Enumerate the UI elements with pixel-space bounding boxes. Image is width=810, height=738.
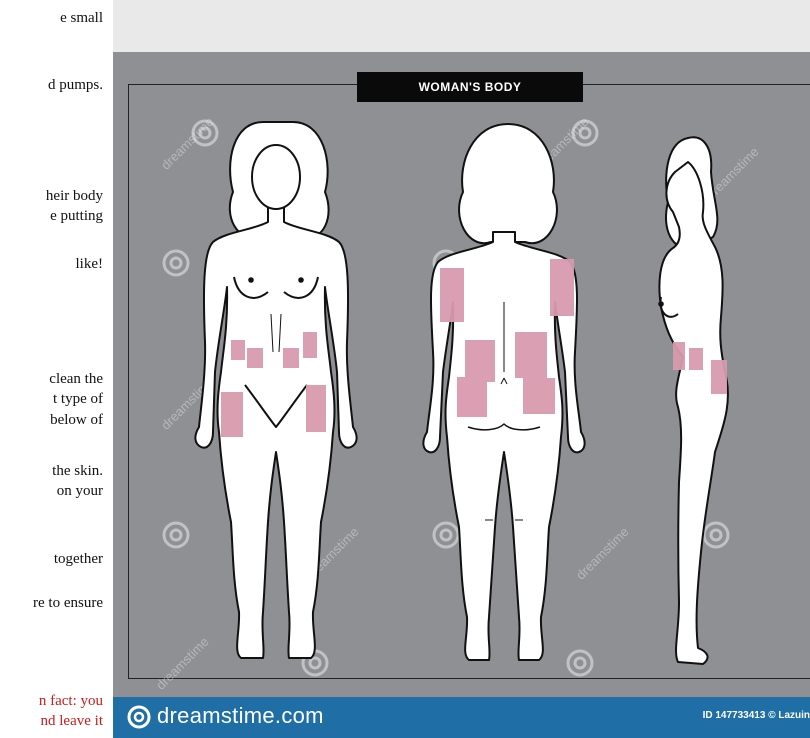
article-text-fragment: below of <box>50 411 103 430</box>
article-text-fragment: re to ensure <box>33 594 103 613</box>
footer-brand[interactable]: dreamstime.com <box>157 703 324 729</box>
footer-image-id: ID 147733413 © Lazuin <box>703 710 810 721</box>
article-text-fragment: t type of <box>53 390 103 409</box>
front-figure <box>195 122 356 658</box>
article-text-fragment: clean the <box>49 370 103 389</box>
article-text-fragment: nd leave it <box>41 712 103 731</box>
page-background-strip <box>0 0 810 44</box>
illustration-panel: WOMAN'S BODY dreamstime dreamstime dream… <box>113 52 810 697</box>
article-text-fragment: heir body <box>46 187 103 206</box>
footer-bar: dreamstime.com ID 147733413 © Lazuin <box>113 697 810 738</box>
article-text-fragment: e small <box>60 9 103 28</box>
back-figure <box>423 124 584 660</box>
article-text-fragment: e putting <box>50 207 103 226</box>
body-figures <box>113 52 810 697</box>
article-text-fragment: n fact: you <box>39 692 103 711</box>
front-face <box>252 145 300 209</box>
front-body <box>195 202 356 658</box>
article-text-fragment: on your <box>57 482 103 501</box>
article-text-fragment: the skin. <box>52 462 103 481</box>
back-hair <box>459 124 557 243</box>
dreamstime-logo-icon <box>127 705 151 729</box>
side-figure <box>659 137 728 664</box>
article-text-fragment: d pumps. <box>48 76 103 95</box>
article-text-fragment: like! <box>76 255 104 274</box>
article-text-fragment: together <box>54 550 103 569</box>
